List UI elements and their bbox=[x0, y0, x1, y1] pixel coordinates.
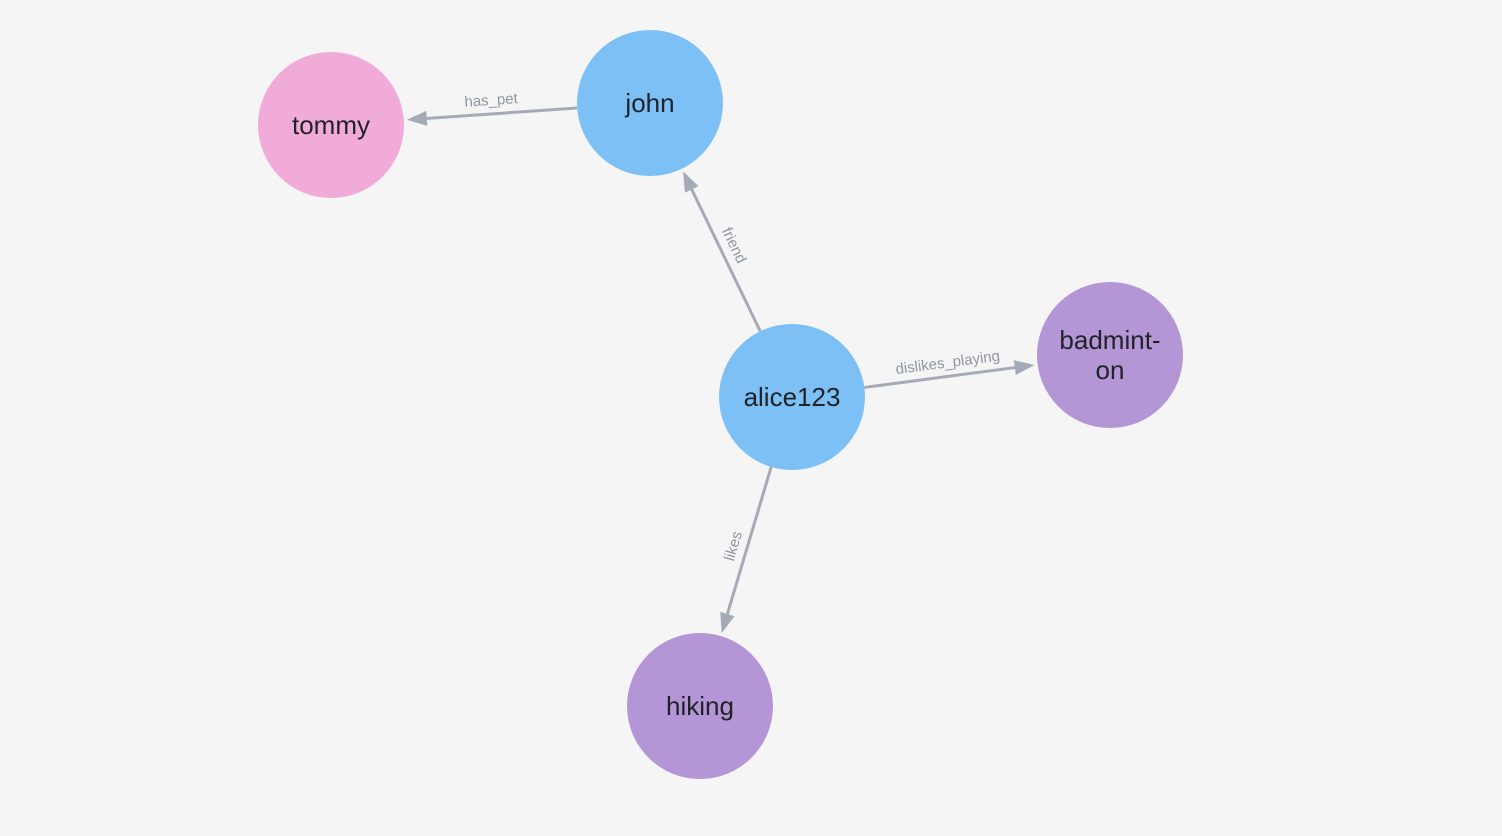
edge-arrowhead-icon bbox=[1013, 360, 1035, 376]
edge-label-has_pet[interactable]: has_pet bbox=[464, 90, 519, 111]
edge-label-likes[interactable]: likes bbox=[721, 529, 746, 563]
edge-line-friend[interactable] bbox=[689, 187, 762, 332]
node-circle-hiking[interactable] bbox=[627, 633, 773, 779]
node-circle-badminton[interactable] bbox=[1037, 282, 1183, 428]
graph-node-tommy[interactable]: tommy bbox=[258, 52, 404, 198]
graph-edge-dislikes_playing[interactable]: dislikes_playing bbox=[864, 348, 1035, 389]
edge-line-dislikes_playing[interactable] bbox=[864, 365, 1017, 389]
edge-arrowhead-icon bbox=[406, 110, 428, 126]
edge-line-likes[interactable] bbox=[725, 466, 773, 616]
edge-arrowhead-icon bbox=[720, 611, 735, 634]
graph-edge-friend[interactable]: friend bbox=[683, 171, 762, 332]
node-circle-tommy[interactable] bbox=[258, 52, 404, 198]
graph-edge-has_pet[interactable]: has_pet bbox=[406, 90, 578, 126]
edge-arrowhead-icon bbox=[683, 171, 699, 193]
edge-label-dislikes_playing[interactable]: dislikes_playing bbox=[895, 348, 1001, 379]
edge-label-friend[interactable]: friend bbox=[718, 225, 750, 266]
graph-node-alice123[interactable]: alice123 bbox=[719, 324, 865, 470]
edge-line-has_pet[interactable] bbox=[425, 106, 578, 120]
graph-node-hiking[interactable]: hiking bbox=[627, 633, 773, 779]
graph-node-badminton[interactable]: badmint-on bbox=[1037, 282, 1183, 428]
node-circle-john[interactable] bbox=[577, 30, 723, 176]
graph-edge-likes[interactable]: likes bbox=[720, 466, 773, 634]
graph-node-john[interactable]: john bbox=[577, 30, 723, 176]
node-circle-alice123[interactable] bbox=[719, 324, 865, 470]
